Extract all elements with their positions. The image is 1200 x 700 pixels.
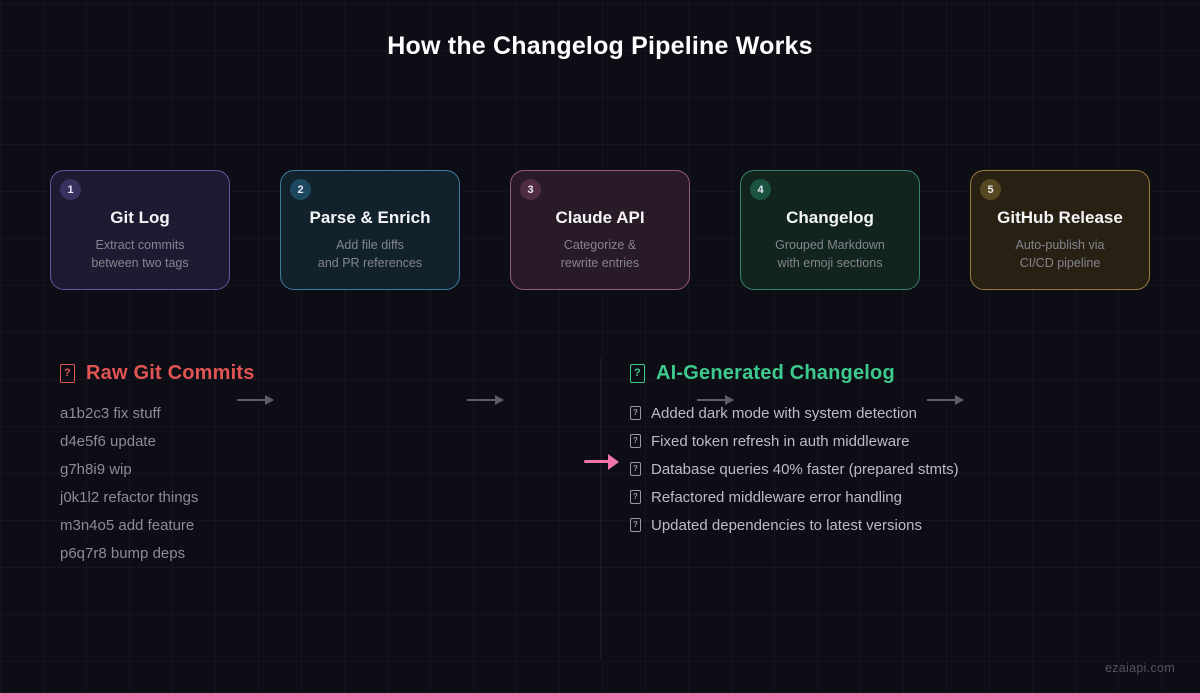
step-description: Categorize & rewrite entries [511,236,689,272]
step-title: Git Log [110,208,170,227]
step-description-line2: between two tags [91,256,189,270]
transform-arrow-icon [584,453,619,470]
commit-item: m3n4o5 add feature [60,516,195,534]
step-number-badge: 4 [750,179,771,200]
raw-commits-heading-label: Raw Git Commits [86,362,255,384]
missing-glyph-icon: ? [630,434,641,448]
step-number-badge: 1 [60,179,81,200]
step-description-line1: Categorize & [563,238,637,252]
step-number-badge: 3 [520,179,541,200]
changelog-entry-text: Database queries 40% faster (prepared st… [651,460,959,478]
pipeline-step-claude-api: 3 Claude API Categorize & rewrite entrie… [510,170,690,290]
page-title: How the Changelog Pipeline Works [387,32,813,60]
step-description-line2: and PR references [317,256,423,270]
pipeline-step-git-log: 1 Git Log Extract commits between two ta… [50,170,230,290]
changelog-entry-list: ? Added dark mode with system detection ?… [630,399,1170,539]
panel-divider [600,358,601,660]
pipeline-flow: 1 Git Log Extract commits between two ta… [0,170,1200,405]
step-description-line1: Auto-publish via [1015,238,1105,252]
pipeline-step-github-release: 5 GitHub Release Auto-publish via CI/CD … [970,170,1150,290]
changelog-entry-text: Refactored middleware error handling [651,488,902,506]
watermark: ezaiapi.com [1105,661,1175,675]
step-title: Parse & Enrich [309,208,431,227]
step-description-line2: rewrite entries [560,256,640,270]
flow-arrow-icon [927,394,964,405]
changelog-entry-text: Added dark mode with system detection [651,404,917,422]
missing-glyph-icon: ? [630,518,641,532]
raw-commits-panel: ? Raw Git Commits a1b2c3 fix stuff d4e5f… [60,362,560,567]
pipeline-step-changelog: 4 Changelog Grouped Markdown with emoji … [740,170,920,290]
changelog-heading-label: AI-Generated Changelog [656,362,895,384]
step-title: Changelog [786,208,874,227]
commit-item: j0k1l2 refactor things [60,488,199,506]
changelog-entry: ? Added dark mode with system detection [630,399,1170,427]
commit-item: g7h8i9 wip [60,460,132,478]
changelog-entry-text: Updated dependencies to latest versions [651,516,923,534]
step-description: Add file diffs and PR references [281,236,459,272]
step-description-line1: Grouped Markdown [775,238,885,252]
step-description-line1: Add file diffs [336,238,404,252]
step-description: Auto-publish via CI/CD pipeline [971,236,1149,272]
commit-item: d4e5f6 update [60,432,156,450]
flow-arrow-icon [237,394,274,405]
commit-list: a1b2c3 fix stuff d4e5f6 update g7h8i9 wi… [60,399,560,567]
changelog-entry: ? Updated dependencies to latest versions [630,511,1170,539]
step-description-line1: Extract commits [95,238,185,252]
raw-commits-heading: ? Raw Git Commits [60,362,560,385]
changelog-panel: ? AI-Generated Changelog ? Added dark mod… [630,362,1170,539]
step-title: Claude API [555,208,645,227]
step-title: GitHub Release [997,208,1123,227]
missing-glyph-icon: ? [630,490,641,504]
step-description: Extract commits between two tags [51,236,229,272]
step-description-line2: CI/CD pipeline [1019,256,1101,270]
missing-glyph-icon: ? [630,364,645,383]
missing-glyph-icon: ? [630,406,641,420]
step-description-line2: with emoji sections [777,256,883,270]
changelog-entry: ? Fixed token refresh in auth middleware [630,427,1170,455]
missing-glyph-icon: ? [630,462,641,476]
commit-item: a1b2c3 fix stuff [60,404,161,422]
step-description: Grouped Markdown with emoji sections [741,236,919,272]
changelog-entry: ? Database queries 40% faster (prepared s… [630,455,1170,483]
commit-item: p6q7r8 bump deps [60,544,186,562]
step-number-badge: 5 [980,179,1001,200]
changelog-heading: ? AI-Generated Changelog [630,362,1170,385]
step-number-badge: 2 [290,179,311,200]
pipeline-step-parse-enrich: 2 Parse & Enrich Add file diffs and PR r… [280,170,460,290]
flow-arrow-icon [697,394,734,405]
changelog-entry-text: Fixed token refresh in auth middleware [651,432,910,450]
flow-arrow-icon [467,394,504,405]
missing-glyph-icon: ? [60,364,75,383]
changelog-entry: ? Refactored middleware error handling [630,483,1170,511]
footer-accent-bar [0,693,1200,700]
